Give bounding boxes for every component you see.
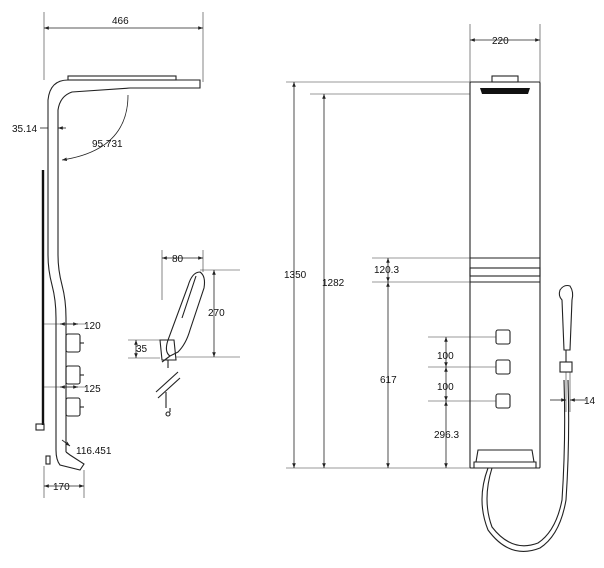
dim-panel-width: 220 — [492, 36, 509, 47]
dim-valve-span: 617 — [380, 375, 397, 386]
dim-panel-height-inner: 1282 — [322, 278, 345, 289]
dim-knob-spacing-2: 125 — [84, 384, 101, 395]
dim-base-depth: 170 — [53, 482, 70, 493]
dim-hand-width: 80 — [172, 254, 184, 265]
side-view: 466 35.14 95.731 120 125 — [12, 12, 204, 498]
dim-head-angle: 95.731 — [92, 139, 123, 150]
dim-valve-bottom: 296.3 — [434, 430, 459, 441]
hand-shower-view: 80 270 35 — [128, 250, 240, 417]
dim-wall-offset: 35.14 — [12, 124, 37, 135]
dim-width-total: 466 — [112, 16, 129, 27]
dim-hand-angle: 35 — [136, 344, 148, 355]
dim-knob-spacing-1: 120 — [84, 321, 101, 332]
front-view: 220 1350 1282 120.3 617 — [284, 24, 596, 552]
dim-hand-height: 270 — [208, 308, 225, 319]
dim-panel-height-total: 1350 — [284, 270, 307, 281]
dim-valve-gap-1: 100 — [437, 351, 454, 362]
dim-head-section: 120.3 — [374, 265, 399, 276]
dim-base-angle: 116.451 — [76, 446, 112, 457]
dim-valve-gap-2: 100 — [437, 382, 454, 393]
dim-hose-offset: 14 — [584, 396, 596, 407]
